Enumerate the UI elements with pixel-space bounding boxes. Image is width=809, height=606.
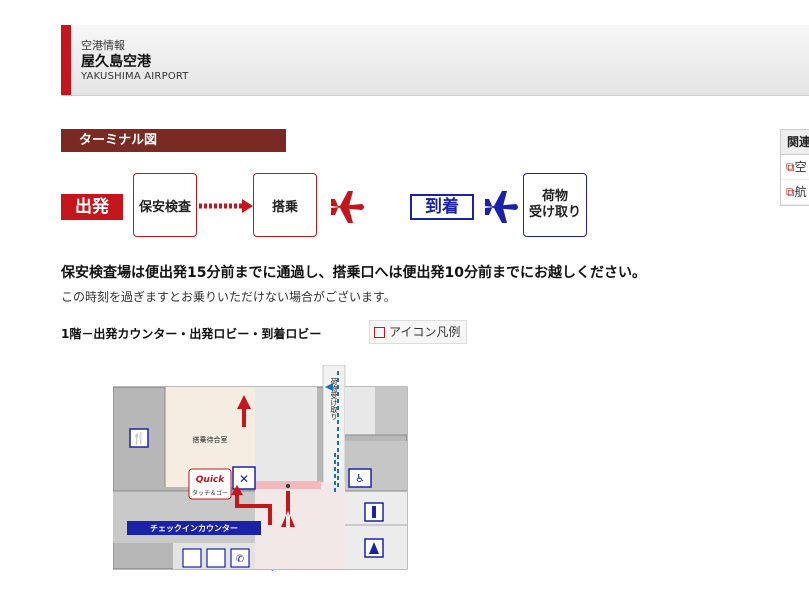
svg-text:🍴: 🍴 bbox=[132, 432, 146, 445]
shop-icon bbox=[182, 548, 202, 568]
section-heading: ターミナル図 bbox=[61, 129, 286, 152]
touch-and-go-sign bbox=[188, 468, 232, 500]
phone-icon bbox=[230, 548, 250, 568]
svg-text:✆: ✆ bbox=[236, 554, 244, 565]
related-link-label: 航 bbox=[794, 185, 807, 199]
restaurant-icon bbox=[129, 428, 149, 448]
related-link-1[interactable]: ⧉空 bbox=[781, 155, 809, 180]
external-link-icon: ⧉ bbox=[786, 160, 795, 174]
icon-legend-label: アイコン凡例 bbox=[389, 325, 461, 339]
accessible-toilet-icon bbox=[348, 468, 372, 488]
sub-notice: この時刻を過ぎますとお乗りいただけない場合がございます。 bbox=[61, 290, 396, 304]
main-notice: 保安検査場は便出発15分前までに通過し、搭乗口へは便出発10分前までにお越しくだ… bbox=[61, 265, 646, 281]
departure-plane-icon bbox=[330, 191, 364, 223]
baggage-label-line2: 受け取り bbox=[528, 205, 581, 220]
checkin-counter-label: チェックインカウンター bbox=[150, 523, 238, 533]
corridor bbox=[255, 387, 317, 482]
arrival-badge: 到着 bbox=[410, 194, 474, 220]
security-gate-icon bbox=[232, 466, 256, 490]
arrival-plane-icon bbox=[484, 191, 518, 223]
baggage-claim-box: 荷物 受け取り bbox=[523, 173, 587, 237]
baggage-label-line1: 荷物 bbox=[541, 189, 568, 205]
baggage-claim-label: 荷物受け取り bbox=[330, 377, 338, 420]
lobby bbox=[255, 482, 345, 569]
touch-go-label: タッチ＆ゴー bbox=[192, 489, 228, 497]
departure-badge: 出発 bbox=[61, 194, 123, 220]
svg-text:✕: ✕ bbox=[239, 472, 249, 486]
floor-label: 1階－出発カウンター・出発ロビー・到着ロビー bbox=[61, 327, 322, 341]
page-subtitle: YAKUSHIMA AIRPORT bbox=[81, 71, 189, 82]
header-accent-bar bbox=[61, 25, 71, 95]
svg-text:♿: ♿ bbox=[355, 472, 365, 485]
security-check-box: 保安検査 bbox=[133, 173, 197, 237]
header-category: 空港情報 bbox=[81, 39, 125, 52]
dotted-arrow-icon bbox=[199, 199, 253, 213]
checkin-counter-banner bbox=[127, 521, 261, 535]
external-link-icon bbox=[374, 326, 385, 338]
page-header: 空港情報 屋久島空港 YAKUSHIMA AIRPORT bbox=[61, 25, 809, 96]
counter-area bbox=[113, 491, 255, 543]
external-link-icon: ⧉ bbox=[786, 185, 795, 199]
page-title: 屋久島空港 bbox=[81, 54, 151, 70]
right-room bbox=[345, 387, 375, 435]
related-panel: 関連 ⧉空 ⧉航 bbox=[780, 129, 809, 206]
icon-legend-button[interactable]: アイコン凡例 bbox=[369, 320, 468, 344]
departure-arrow-up bbox=[237, 395, 251, 427]
related-link-label: 空 bbox=[794, 160, 807, 174]
departure-route-line bbox=[235, 493, 272, 525]
quick-label: Quick bbox=[196, 475, 225, 485]
terminal-map: 🍴 搭乗待合室 Quick タッチ＆ゴー ✕ 荷物受け取り ♿ チェックインカウ… bbox=[113, 365, 408, 571]
right-wall bbox=[375, 387, 407, 435]
waiting-room-label: 搭乗待合室 bbox=[193, 435, 228, 444]
related-heading: 関連 bbox=[781, 130, 809, 155]
locker-icon bbox=[206, 548, 226, 568]
related-link-2[interactable]: ⧉航 bbox=[781, 180, 809, 205]
boarding-box: 搭乗 bbox=[253, 173, 317, 237]
departure-arrow-lobby bbox=[281, 491, 295, 527]
